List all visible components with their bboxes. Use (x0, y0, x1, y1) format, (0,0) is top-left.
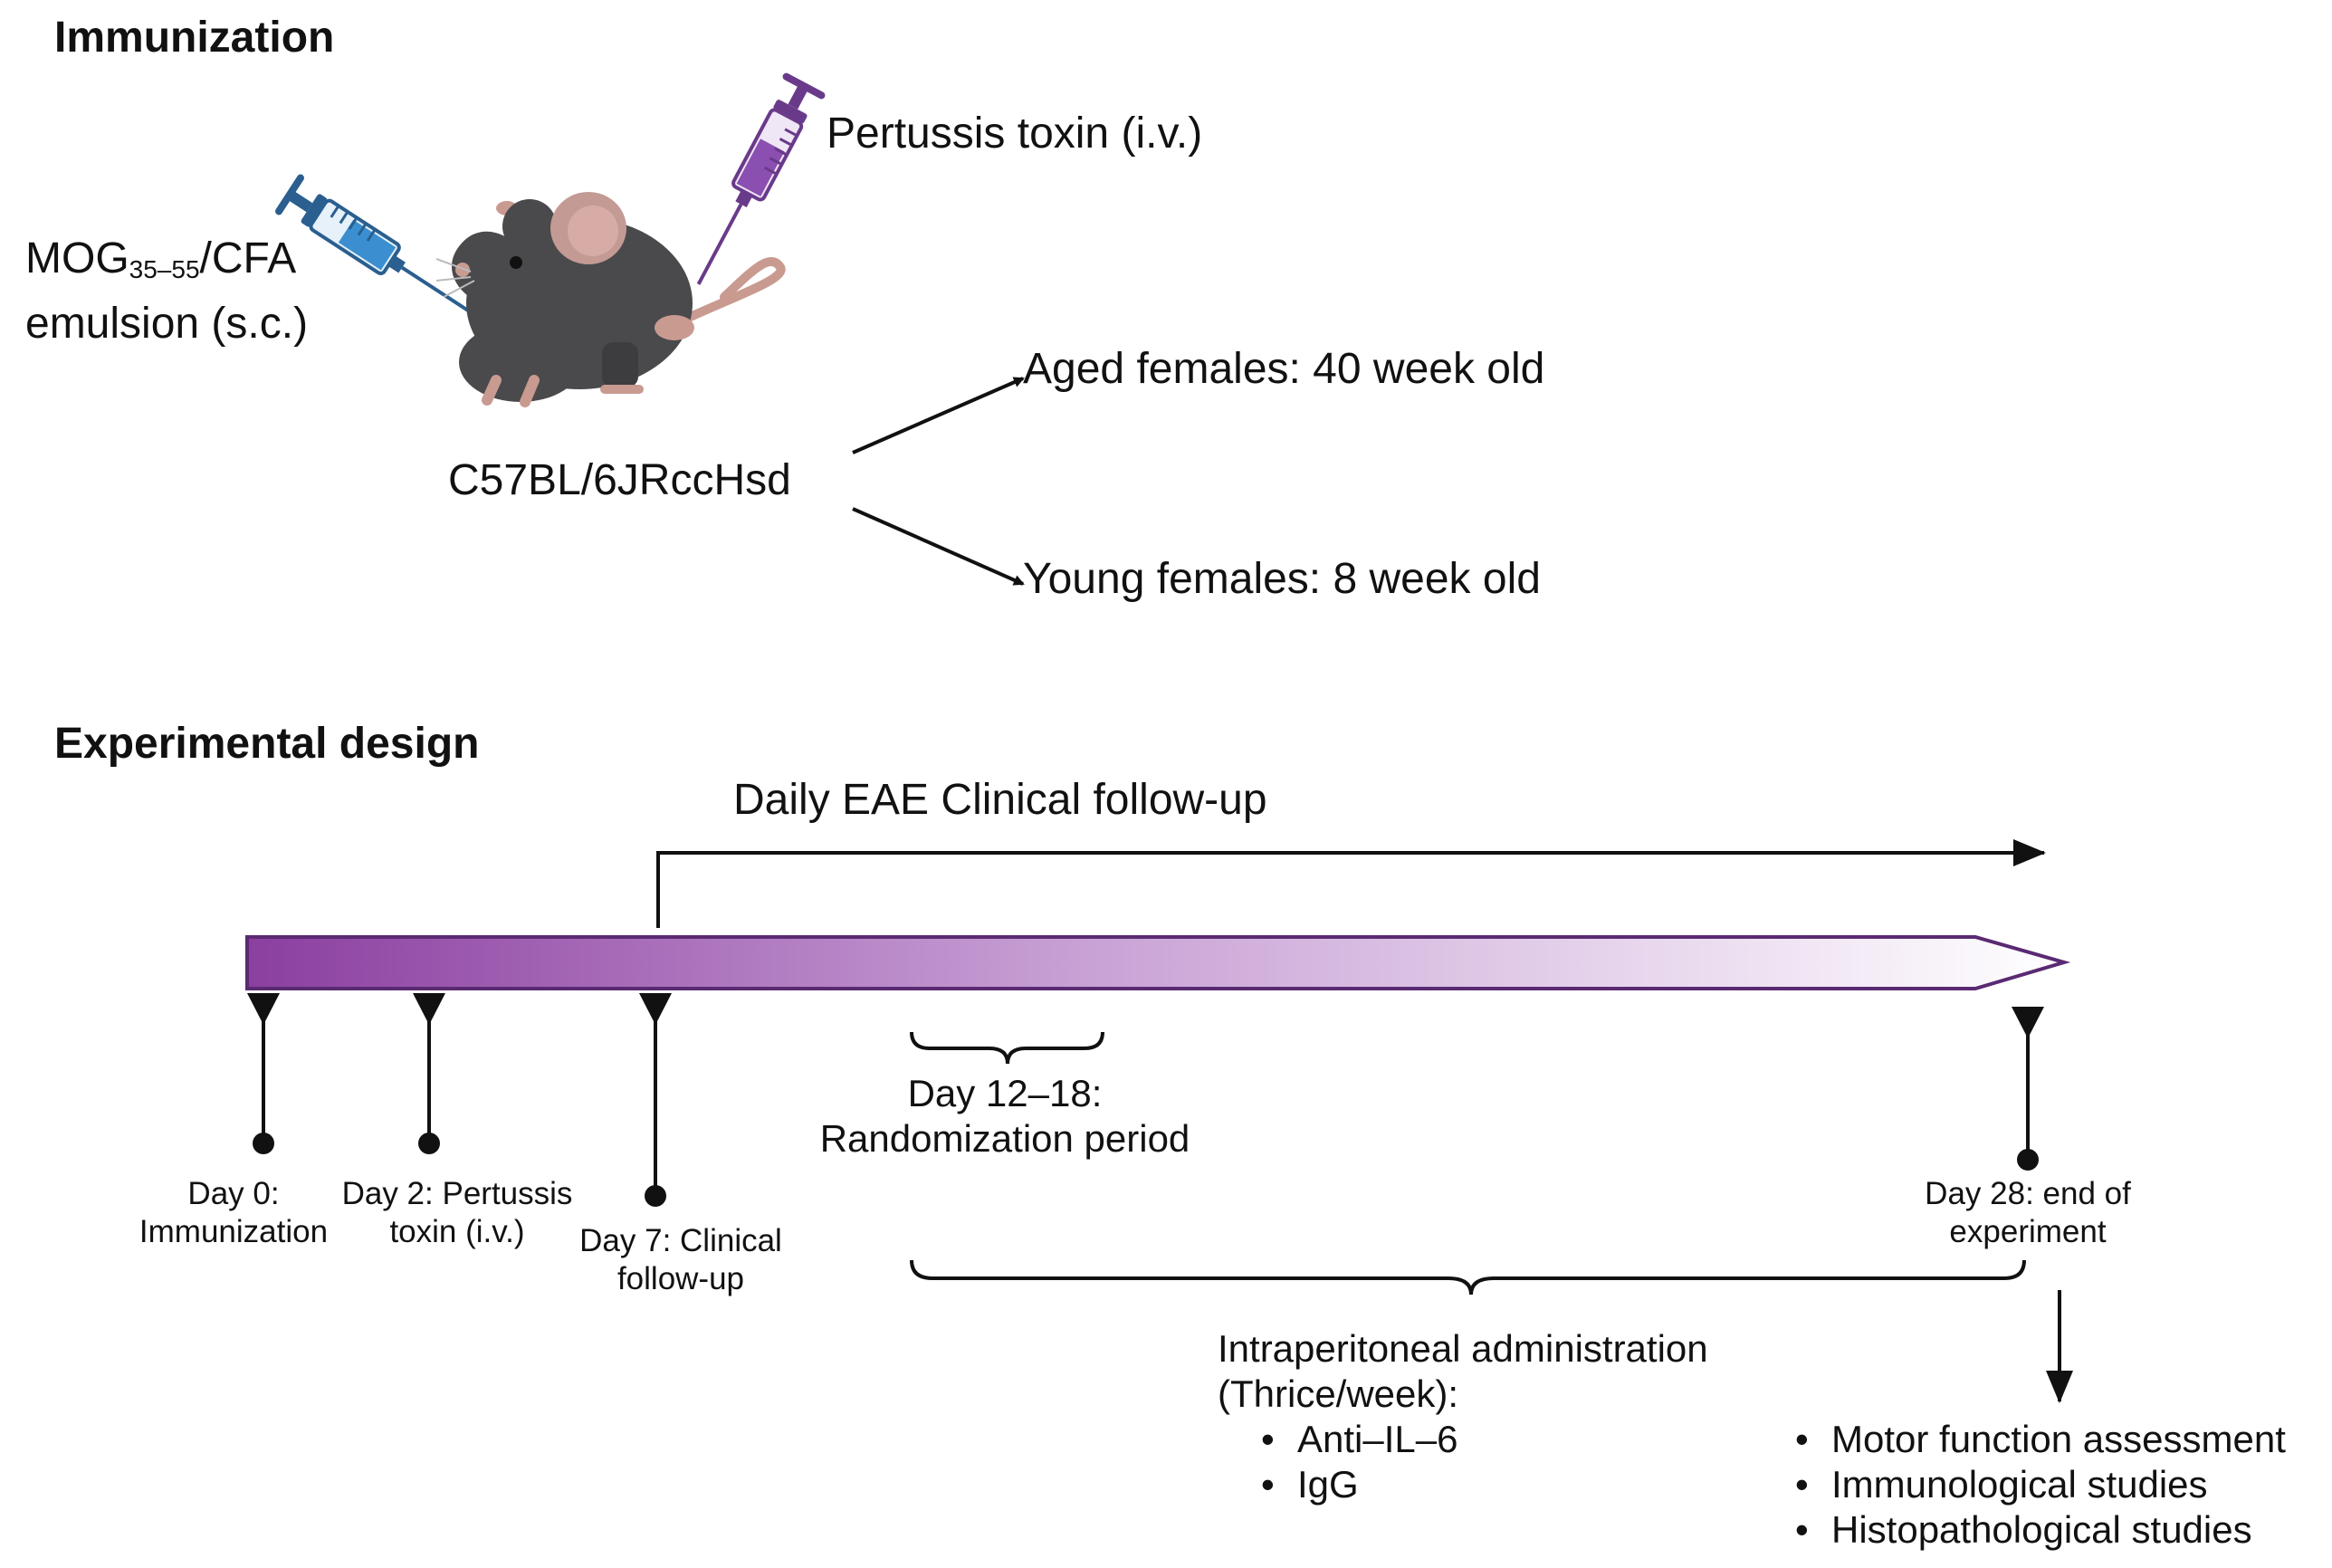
mog-line2: emulsion (s.c.) (25, 300, 309, 348)
treatment-title-line1: Intraperitoneal administration (1218, 1327, 1708, 1370)
treatment-title-line2: (Thrice/week): (1218, 1372, 1459, 1415)
group-young-label: Young females: 8 week old (1023, 555, 1541, 603)
mog-base: MOG (25, 234, 129, 282)
mog-rest: /CFA (199, 234, 297, 282)
event-label-day7: Day 7: Clinical follow-up (563, 1222, 798, 1298)
event-day7-line2: follow-up (616, 1261, 745, 1296)
randomization-label: Day 12–18: Randomization period (779, 1071, 1231, 1162)
treatment-list: Anti–IL–6 IgG (1254, 1417, 1708, 1507)
event-day0-line1: Day 0: (187, 1176, 280, 1211)
syringe-purple-icon (696, 72, 826, 285)
randomization-line2: Randomization period (819, 1117, 1190, 1160)
randomization-line1: Day 12–18: (907, 1072, 1103, 1114)
event-label-day2: Day 2: Pertussis toxin (i.v.) (330, 1175, 584, 1251)
event-day28-line2: experiment (1949, 1214, 2107, 1249)
followup-label: Daily EAE Clinical follow-up (733, 776, 1267, 824)
outcome-list: Motor function assessment Immunological … (1788, 1417, 2286, 1553)
outcome-item: Immunological studies (1788, 1462, 2286, 1507)
event-day2-line2: toxin (i.v.) (389, 1214, 525, 1249)
event-day2-line1: Day 2: Pertussis (341, 1176, 573, 1211)
immunization-title: Immunization (54, 14, 335, 62)
outcome-block: Motor function assessment Immunological … (1788, 1417, 2286, 1553)
event-marker-day0 (247, 993, 280, 1154)
mog-emulsion-label: MOG35–55/CFA emulsion (s.c.) (25, 232, 308, 351)
event-marker-day7 (639, 993, 672, 1207)
group-aged-label: Aged females: 40 week old (1023, 345, 1545, 393)
pertussis-label: Pertussis toxin (i.v.) (827, 110, 1203, 158)
event-day28-line1: Day 28: end of (1925, 1176, 2131, 1211)
arrow-to-aged (852, 377, 1025, 454)
event-marker-day2 (413, 993, 445, 1154)
event-marker-day28 (2012, 1007, 2044, 1171)
mouse-icon (435, 192, 786, 407)
treatment-item: Anti–IL–6 (1254, 1417, 1708, 1462)
outcome-item: Histopathological studies (1788, 1507, 2286, 1553)
treatment-brace (910, 1259, 2026, 1296)
treatment-item: IgG (1254, 1462, 1708, 1507)
treatment-block: Intraperitoneal administration (Thrice/w… (1218, 1326, 1708, 1507)
mog-subscript: 35–55 (129, 255, 200, 283)
timeline-bar (245, 935, 2071, 990)
arrow-to-young (852, 507, 1025, 586)
followup-arrow (656, 839, 2046, 928)
event-label-day28: Day 28: end of experiment (1901, 1175, 2155, 1251)
event-day0-line2: Immunization (139, 1214, 329, 1249)
outcome-item: Motor function assessment (1788, 1417, 2286, 1462)
event-day7-line1: Day 7: Clinical (579, 1223, 782, 1258)
randomization-brace (910, 1031, 1104, 1065)
experimental-design-title: Experimental design (54, 720, 480, 768)
event-label-day0: Day 0: Immunization (116, 1175, 351, 1251)
strain-label: C57BL/6JRccHsd (448, 456, 791, 504)
